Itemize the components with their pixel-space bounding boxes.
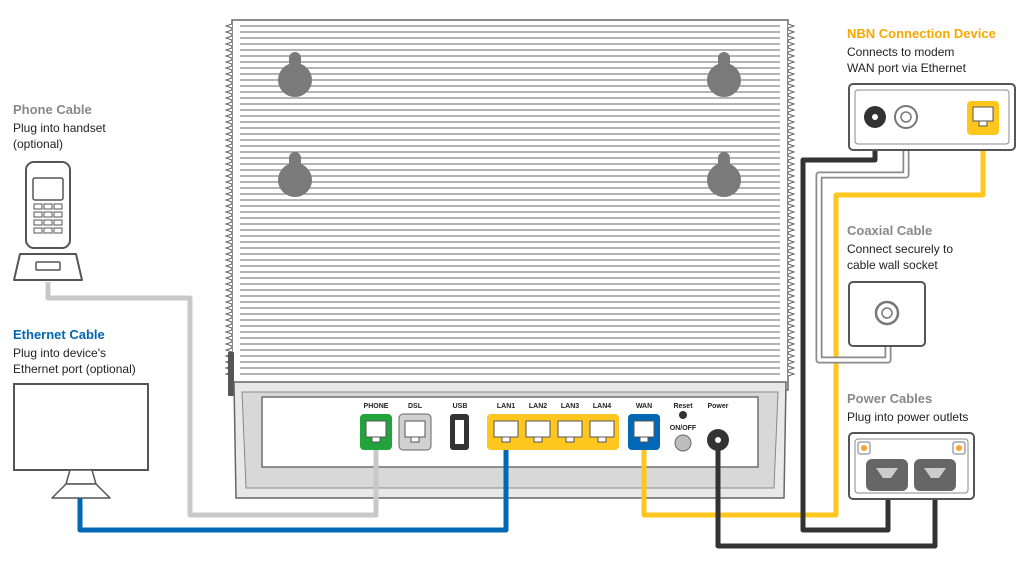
port-label-usb: USB (453, 403, 468, 410)
wan-port (628, 414, 660, 450)
phone-cable-title: Phone Cable (13, 102, 92, 117)
port-label-lan2: LAN2 (529, 403, 547, 410)
phone-cable-desc: Plug into handset (optional) (13, 121, 106, 151)
nbn-device-desc: Connects to modem WAN port via Ethernet (847, 45, 966, 75)
port-label-lan3: LAN3 (561, 403, 579, 410)
coaxial-cable-title: Coaxial Cable (847, 223, 933, 238)
nbn-device-title: NBN Connection Device (847, 26, 996, 41)
port-label-wan: WAN (636, 403, 652, 410)
port-label-dsl: DSL (408, 403, 423, 410)
phone-handset-icon (13, 161, 83, 281)
port-label-reset: Reset (673, 403, 693, 410)
router-mount-holes (278, 52, 741, 197)
power-cable-nbn (800, 118, 891, 533)
ethernet-cable-desc: Plug into device's Ethernet port (option… (13, 346, 136, 376)
wan-ethernet-cable (641, 128, 986, 518)
ethernet-cable-title: Ethernet Cable (13, 327, 105, 342)
nbn-device-icon (848, 83, 1016, 151)
reset-button (679, 411, 687, 419)
port-label-on-off: ON/OFF (670, 425, 697, 432)
power-outlet-icon (848, 432, 975, 500)
port-label-phone: PHONE (364, 403, 389, 410)
on-off-button (674, 434, 692, 452)
port-label-lan4: LAN4 (593, 403, 611, 410)
port-label-lan1: LAN1 (497, 403, 515, 410)
power-cables-desc: Plug into power outlets (847, 410, 969, 424)
coaxial-cable-desc: Connect securely to cable wall socket (847, 242, 954, 272)
router-vent-fins (240, 25, 780, 375)
ethernet-cable (77, 435, 509, 533)
monitor-icon (13, 383, 149, 499)
power-cable-router (715, 440, 938, 549)
coax-wall-socket-icon (848, 281, 926, 347)
dsl-port (398, 413, 432, 451)
router-side-ridges (224, 23, 796, 377)
phone-port (360, 414, 392, 450)
phone-cable (45, 282, 379, 518)
lan-ports (487, 414, 619, 450)
power-cables-title: Power Cables (847, 391, 933, 406)
usb-port (450, 414, 469, 450)
port-label-power: Power (707, 403, 728, 410)
coaxial-cable (817, 118, 908, 362)
power-port (707, 429, 729, 451)
